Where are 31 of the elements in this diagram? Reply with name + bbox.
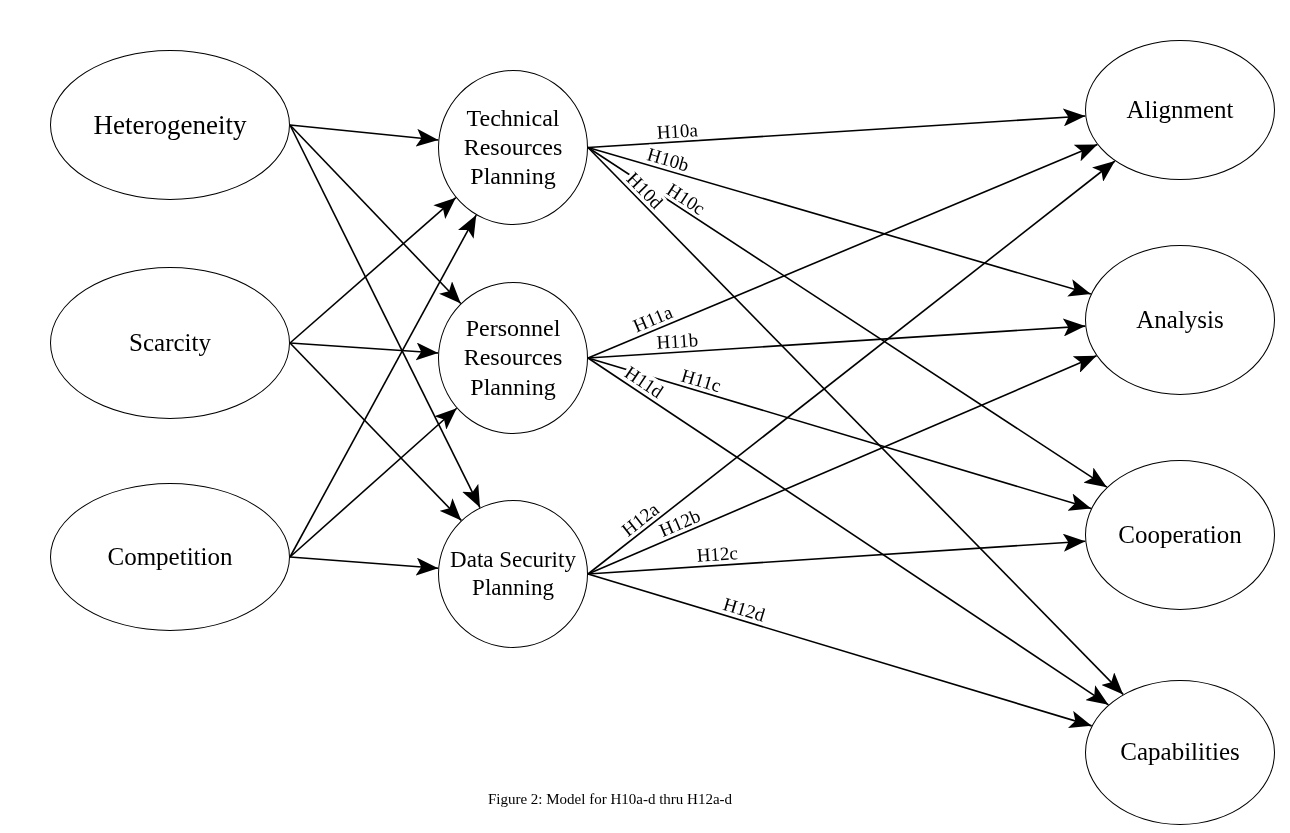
- arrow: [587, 533, 1087, 575]
- arrow: [587, 318, 1087, 359]
- arrow: [587, 573, 1093, 729]
- node-label: Scarcity: [129, 327, 211, 358]
- node-label: Capabilities: [1120, 737, 1240, 768]
- node-label: Data Security Planning: [449, 545, 577, 602]
- arrow: [587, 357, 1110, 706]
- node-label: Cooperation: [1118, 519, 1242, 550]
- node-label: Alignment: [1126, 94, 1234, 125]
- arrow: [587, 146, 1124, 696]
- arrow: [289, 342, 439, 361]
- node-label: Heterogeneity: [93, 108, 247, 142]
- node-label: Technical Resources Planning: [462, 103, 564, 192]
- arrow: [587, 146, 1092, 297]
- caption: Figure 2: Model for H10a-d thru H12a-d: [486, 790, 734, 809]
- arrow: [289, 407, 458, 558]
- arrow: [289, 124, 440, 147]
- arrow: [289, 556, 440, 576]
- arrow: [289, 214, 478, 558]
- arrow: [587, 143, 1099, 359]
- arrow: [587, 355, 1098, 575]
- arrow: [587, 160, 1116, 575]
- node-label: Competition: [107, 541, 233, 572]
- node-label: Personnel Resources Planning: [462, 314, 564, 402]
- arrow: [289, 196, 457, 344]
- node-label: Analysis: [1136, 304, 1224, 335]
- arrow: [289, 124, 481, 509]
- arrow: [289, 342, 463, 522]
- arrow: [587, 146, 1108, 488]
- arrow: [289, 124, 462, 305]
- arrow: [587, 357, 1092, 511]
